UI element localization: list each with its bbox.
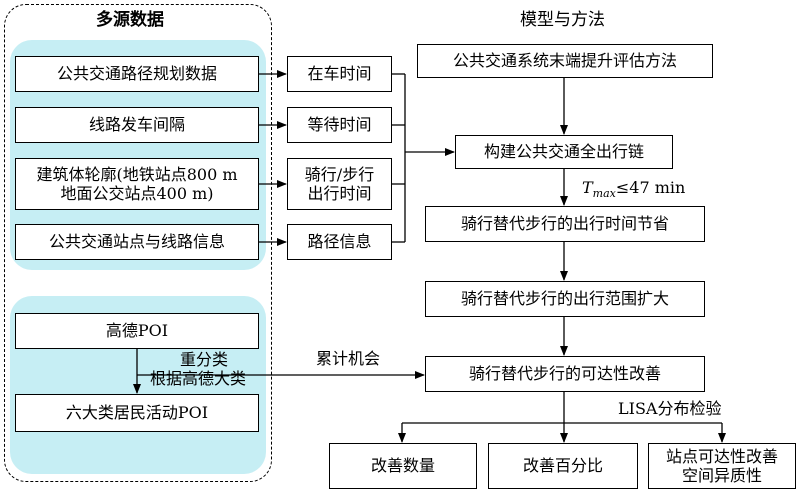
poi-source-box: 高德POI	[15, 313, 259, 349]
method-eval-box: 公共交通系统末端提升评估方法	[417, 44, 713, 78]
poi-result-box: 六大类居民活动POI	[15, 394, 259, 432]
threshold-label: Tmax≤47 min	[582, 178, 685, 200]
source-building-line2: 地面公交站点400 m)	[60, 184, 214, 203]
source-building-outline: 建筑体轮廓(地铁站点800 m 地面公交站点400 m)	[15, 158, 259, 210]
data-sources-frame	[4, 4, 272, 482]
output-heterogeneity-line2: 空间异质性	[681, 466, 762, 485]
threshold-subscript: max	[592, 187, 616, 201]
var-ride-walk-line1: 骑行/步行	[304, 164, 375, 184]
right-section-title: 模型与方法	[520, 10, 605, 30]
var-route-info: 路径信息	[287, 224, 392, 260]
var-ride-walk-time: 骑行/步行 出行时间	[287, 158, 392, 210]
left-section-title: 多源数据	[96, 10, 164, 30]
output-count-box: 改善数量	[329, 443, 477, 489]
source-headway: 线路发车间隔	[15, 107, 259, 143]
reclass-label-2: 根据高德大类	[150, 369, 247, 388]
source-stations-lines: 公共交通站点与线路信息	[15, 224, 259, 260]
lisa-label: LISA分布检验	[618, 399, 722, 418]
var-waiting-time: 等待时间	[287, 107, 392, 143]
var-in-vehicle-time: 在车时间	[287, 56, 392, 92]
reclass-label-1: 重分类	[180, 350, 229, 369]
method-accessibility-box: 骑行替代步行的可达性改善	[425, 356, 705, 392]
threshold-rest: ≤47 min	[615, 178, 686, 197]
source-building-line1: 建筑体轮廓(地铁站点800 m	[36, 164, 238, 184]
method-range-expansion-box: 骑行替代步行的出行范围扩大	[425, 281, 705, 317]
method-time-saving-box: 骑行替代步行的出行时间节省	[425, 206, 705, 242]
var-ride-walk-line2: 出行时间	[307, 184, 372, 203]
threshold-symbol: T	[582, 178, 593, 197]
method-trip-chain-box: 构建公共交通全出行链	[455, 135, 673, 169]
output-heterogeneity-line1: 站点可达性改善	[665, 446, 778, 466]
output-percent-box: 改善百分比	[488, 443, 638, 489]
source-route-planning: 公共交通路径规划数据	[15, 56, 259, 92]
output-heterogeneity-box: 站点可达性改善 空间异质性	[648, 443, 796, 489]
cumulative-opportunity-label: 累计机会	[316, 349, 381, 368]
